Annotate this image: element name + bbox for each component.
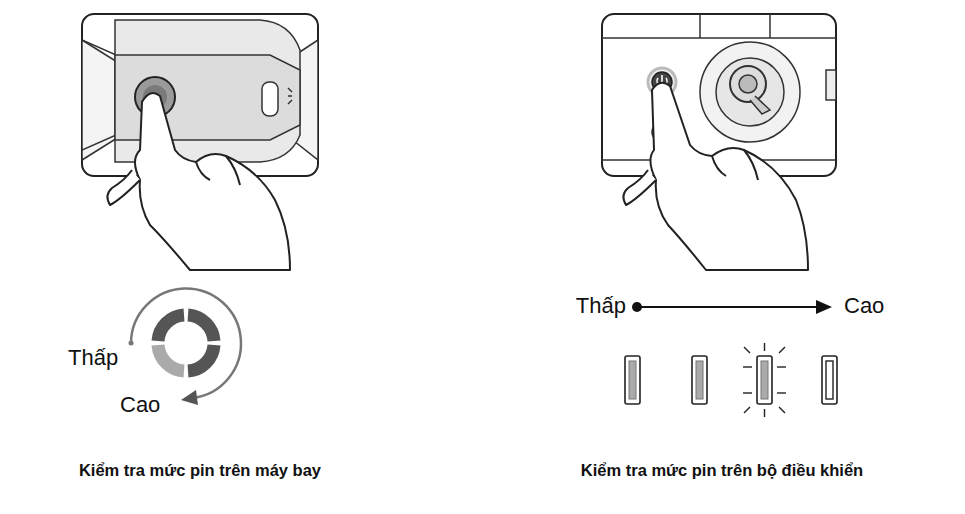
low-label: Thấp: [576, 293, 626, 319]
aircraft-panel: [82, 14, 318, 176]
battery-ring: [158, 315, 214, 371]
hand-left: [107, 93, 290, 270]
caption-label: Kiểm tra mức pin trên máy bay: [79, 461, 321, 481]
high-label: Cao: [120, 392, 160, 418]
high-label: Cao: [844, 293, 884, 319]
caption-label: Kiểm tra mức pin trên bộ điều khiển: [581, 461, 863, 481]
level-arrow: [632, 300, 832, 314]
battery-bars: [625, 343, 837, 417]
hand-right: [623, 83, 808, 270]
level-arc: [129, 288, 241, 405]
low-label: Thấp: [68, 345, 118, 371]
